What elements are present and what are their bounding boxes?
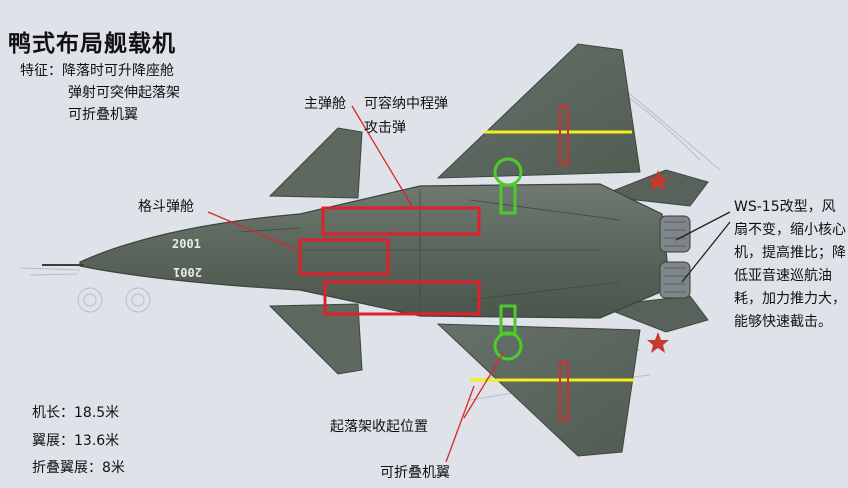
main-weapon-bay-upper xyxy=(321,206,481,236)
panel-lines xyxy=(239,190,621,312)
main-weapon-bay-lower xyxy=(323,280,481,316)
leader-lines xyxy=(207,105,505,463)
wingtip-markers xyxy=(559,105,569,421)
page-title: 鸭式布局舰载机 xyxy=(8,31,176,57)
landing-gear-marker-upper xyxy=(493,157,523,215)
spec-length: 机长：18.5米 xyxy=(32,405,120,421)
nose-number-top: 2001 xyxy=(172,237,201,251)
label-engine: WS-15改型，风扇不变，缩小核心机，提高推比；降低亚音速巡航油耗，加力推力大，… xyxy=(734,199,846,330)
insignia-stars xyxy=(647,170,669,353)
lower-wing xyxy=(436,323,641,457)
label-main-bay-attack: 攻击弹 xyxy=(364,120,406,136)
landing-gear-marker-lower xyxy=(493,304,523,361)
feature-line-1: 特征：降落时可升降座舱 xyxy=(20,63,174,79)
engine-leader-lines xyxy=(675,211,731,283)
dogfight-weapon-bay xyxy=(298,238,390,276)
label-folding-wing: 可折叠机翼 xyxy=(380,465,450,481)
spec-span: 翼展：13.6米 xyxy=(32,433,120,449)
label-landing-gear: 起落架收起位置 xyxy=(330,419,428,435)
lower-canard xyxy=(268,303,363,375)
upper-canard xyxy=(268,127,363,199)
nose-number-bottom: 2001 xyxy=(173,265,202,279)
engine-nozzles xyxy=(659,215,691,299)
feature-line-2: 弹射可突伸起落架 xyxy=(68,85,180,101)
label-dogfight-bay: 格斗弹舱 xyxy=(138,199,194,215)
label-main-bay: 主弹舱 xyxy=(304,96,346,112)
label-main-bay-capacity: 可容纳中程弹 xyxy=(364,96,448,112)
upper-wing xyxy=(436,43,641,179)
feature-line-3: 可折叠机翼 xyxy=(68,107,138,123)
spec-folded-span: 折叠翼展：8米 xyxy=(32,460,125,476)
